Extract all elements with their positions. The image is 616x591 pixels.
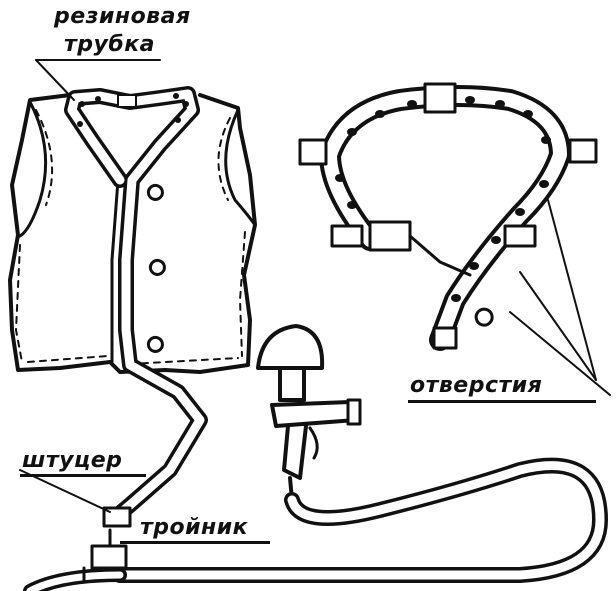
label-fitting: штуцер bbox=[22, 448, 123, 473]
underline-tee bbox=[120, 541, 270, 544]
label-holes: отверстия bbox=[410, 373, 543, 398]
air-hoses bbox=[23, 457, 608, 591]
underline-fitting bbox=[20, 474, 146, 477]
label-rubber-tube-line1: резиновая bbox=[54, 4, 191, 29]
leader-lines bbox=[19, 59, 611, 513]
vest bbox=[8, 93, 257, 374]
underline-holes bbox=[408, 400, 596, 403]
spray-gun bbox=[256, 324, 362, 502]
label-rubber-tube-line2: трубка bbox=[64, 32, 155, 57]
label-tee: тройник bbox=[140, 515, 249, 540]
collar-assembly bbox=[298, 82, 598, 351]
rubber-tube bbox=[64, 86, 208, 523]
fitting-and-tee bbox=[82, 506, 132, 582]
